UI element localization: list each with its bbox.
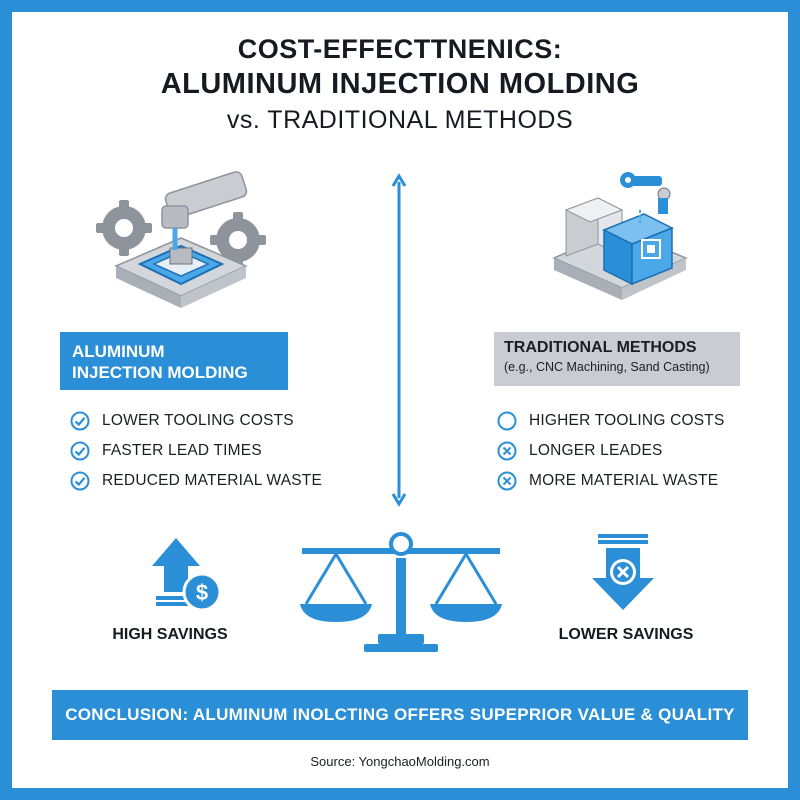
check-circle-icon — [70, 411, 90, 431]
cnc-machine-icon — [552, 172, 688, 300]
aluminum-injection-molding-header: ALUMINUM INJECTION MOLDING — [60, 332, 288, 390]
list-item-label: FASTER LEAD TIMES — [102, 442, 262, 459]
x-circle-icon — [497, 441, 517, 461]
traditional-methods-header: TRADITIONAL METHODS (e.g., CNC Machining… — [494, 332, 740, 386]
list-item: HIGHER TOOLING COSTS — [497, 406, 725, 436]
check-circle-icon — [70, 471, 90, 491]
right-header-subtitle: (e.g., CNC Machining, Sand Casting) — [504, 360, 710, 374]
list-item: REDUCED MATERIAL WASTE — [70, 466, 322, 496]
check-circle-icon — [70, 441, 90, 461]
title-line-1: COST-EFFECTTNENICS: — [237, 34, 563, 64]
injection-mold-machine-icon — [96, 171, 266, 308]
aluminum-benefits-list: LOWER TOOLING COSTS FASTER LEAD TIMES RE… — [70, 406, 322, 496]
list-item: LOWER TOOLING COSTS — [70, 406, 322, 436]
list-item-label: LOWER TOOLING COSTS — [102, 412, 294, 429]
list-item-label: LONGER LEADES — [529, 442, 663, 459]
title-line-3: vs. TRADITIONAL METHODS — [226, 106, 574, 134]
down-arrow-x-icon — [592, 534, 654, 610]
list-item: LONGER LEADES — [497, 436, 725, 466]
conclusion-banner: CONCLUSION: ALUMINUM INOLCTING OFFERS SU… — [52, 690, 748, 740]
list-item: MORE MATERIAL WASTE — [497, 466, 725, 496]
high-savings-label: HIGH SAVINGS — [112, 626, 228, 643]
list-item-label: MORE MATERIAL WASTE — [529, 472, 719, 489]
balance-scale-icon — [300, 532, 502, 652]
traditional-drawbacks-list: HIGHER TOOLING COSTS LONGER LEADES MORE … — [497, 406, 725, 496]
list-item-label: REDUCED MATERIAL WASTE — [102, 472, 322, 489]
source-credit: Source: YongchaoMolding.com — [310, 754, 490, 769]
left-header-line-2: INJECTION MOLDING — [72, 363, 248, 382]
vertical-double-arrow-icon — [391, 173, 407, 507]
up-arrow-dollar-icon: $ — [152, 538, 222, 612]
title-line-2: ALUMINUM INJECTION MOLDING — [160, 68, 640, 100]
empty-circle-icon — [497, 411, 517, 431]
list-item: FASTER LEAD TIMES — [70, 436, 322, 466]
lower-savings-label: LOWER SAVINGS — [558, 626, 694, 643]
page-title: COST-EFFECTTNENICS: ALUMINUM INJECTION M… — [0, 32, 800, 138]
list-item-label: HIGHER TOOLING COSTS — [529, 412, 725, 429]
left-header-line-1: ALUMINUM — [72, 342, 165, 361]
x-circle-icon — [497, 471, 517, 491]
svg-text:$: $ — [196, 580, 208, 605]
right-header-title: TRADITIONAL METHODS — [504, 339, 697, 356]
